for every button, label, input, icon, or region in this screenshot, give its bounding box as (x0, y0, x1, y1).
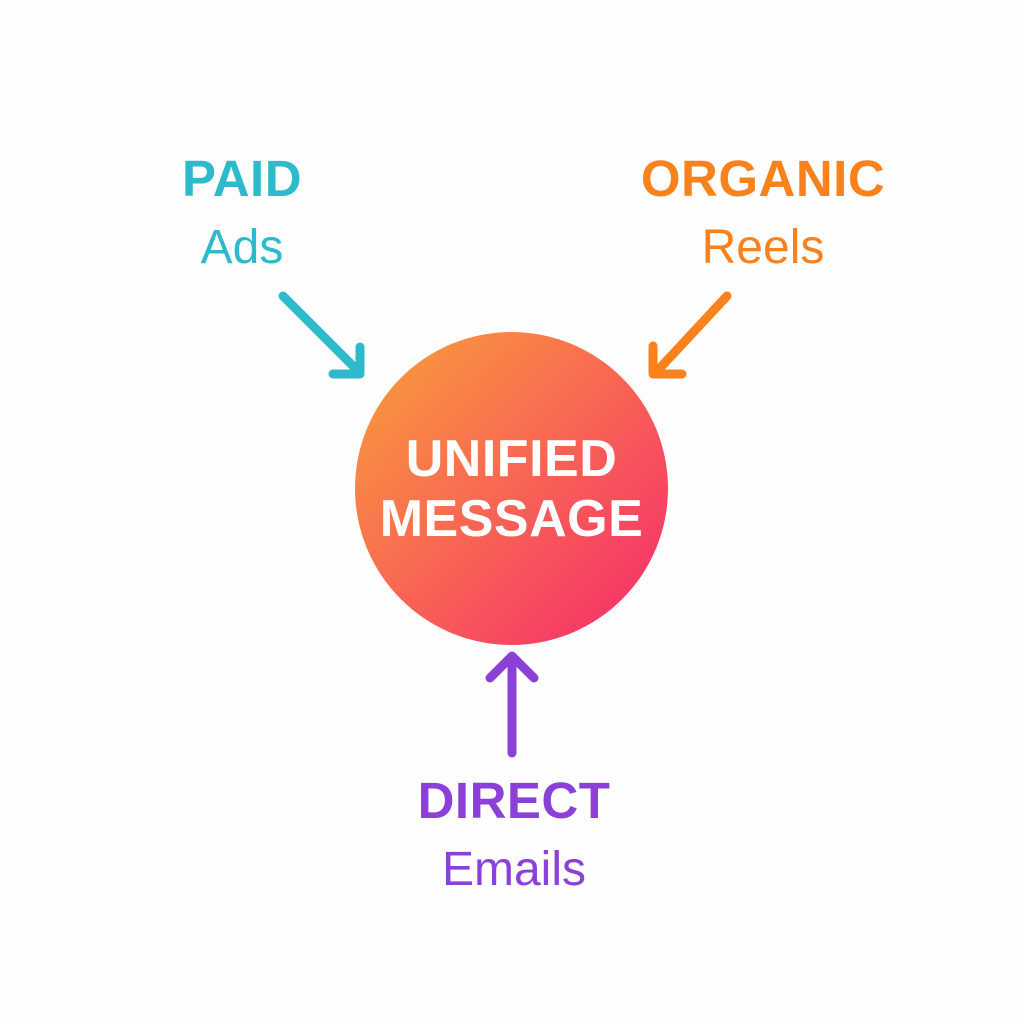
circle-label-line1: UNIFIED (405, 429, 618, 488)
direct-subtitle: Emails (441, 843, 587, 896)
unified-message-circle: UNIFIED MESSAGE (355, 332, 668, 645)
paid-title: PAID (181, 150, 303, 207)
circle-label: UNIFIED MESSAGE (380, 429, 644, 549)
organic-subtitle: Reels (701, 221, 825, 274)
label-group-paid: PAID Ads (181, 150, 303, 275)
organic-title: ORGANIC (640, 150, 886, 207)
arrow-up-icon (485, 651, 539, 758)
arrow-down-right-icon (278, 291, 365, 379)
label-group-direct: DIRECT Emails (417, 772, 611, 897)
arrow-down-left-icon (648, 291, 732, 379)
direct-title: DIRECT (417, 772, 611, 829)
label-group-organic: ORGANIC Reels (640, 150, 886, 275)
circle-label-line2: MESSAGE (379, 489, 644, 548)
paid-subtitle: Ads (200, 221, 284, 274)
